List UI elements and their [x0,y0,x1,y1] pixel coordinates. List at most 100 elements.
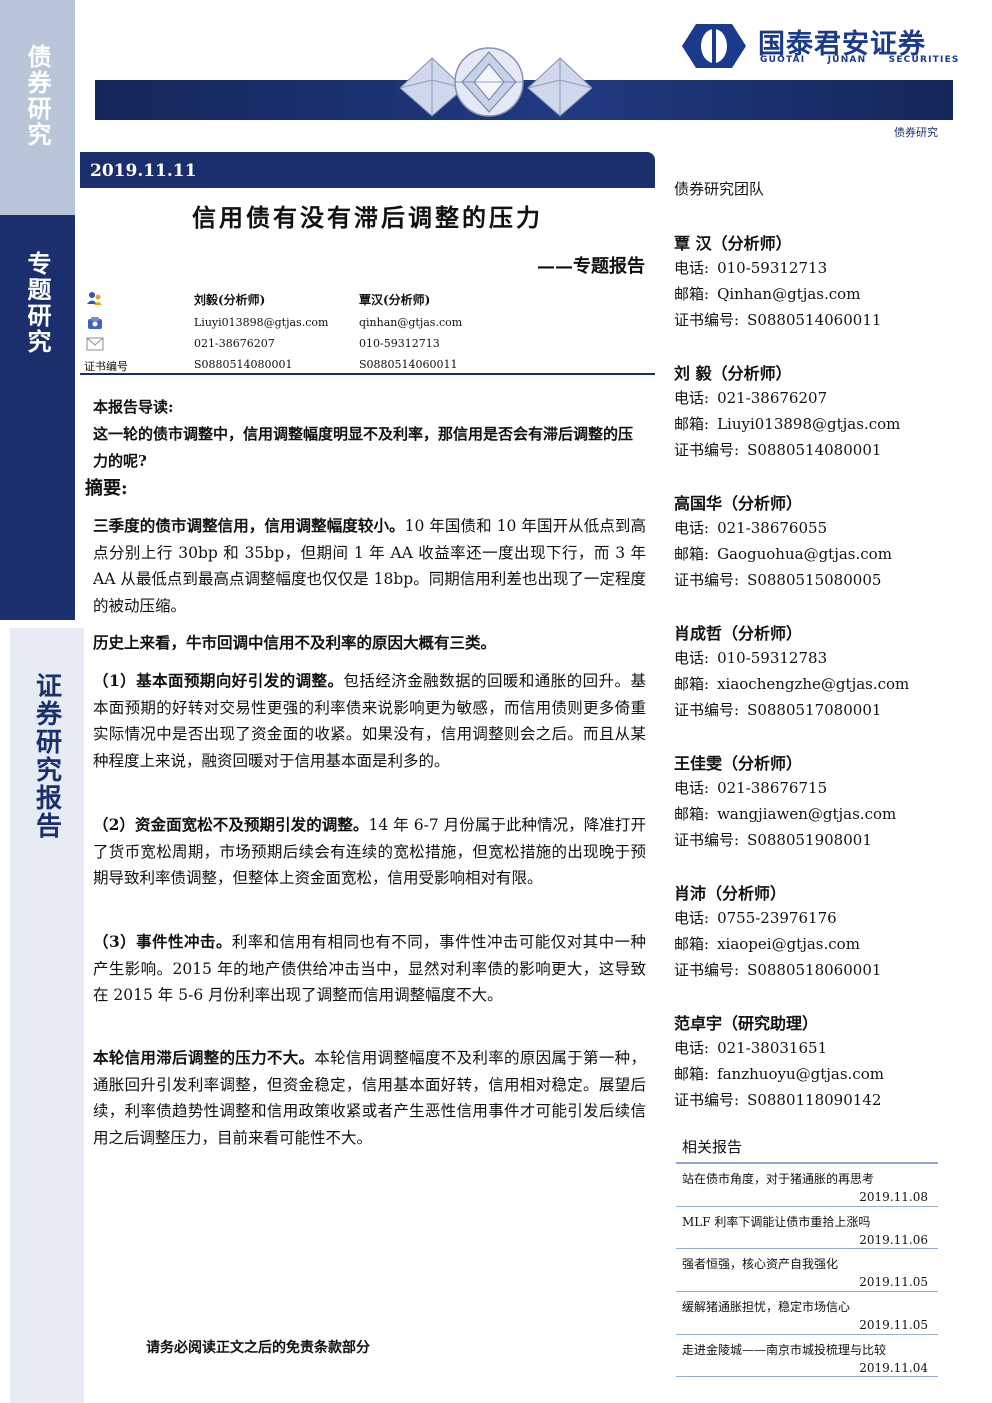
team-member-name-row: 肖成哲（分析师） [674,620,802,644]
cert-label: 证书编号 [84,360,128,373]
diamond-left-icon [399,57,465,117]
team-member-name-row: 高国华（分析师） [674,490,802,514]
related-report-title: MLF 利率下调能让债市重拾上涨吗 [682,1214,871,1229]
author-2-phone: 010-59312713 [359,337,440,350]
team-member-cert: S0880118090142 [747,1091,882,1109]
team-member-phone-label: 电话: [674,649,710,667]
team-member-email[interactable]: Liuyi013898@gtjas.com [717,415,901,433]
report-title: 信用债有没有滞后调整的压力 [192,203,543,232]
sidebar-category-mid: 专题研究 [0,215,75,620]
abstract-p4-text: 14 年 6-7 月份属于此种情况，降准打开了货币宽松周期，市场预期后续会有连续… [93,816,647,887]
mail-icon [86,337,104,351]
team-member-email[interactable]: xiaopei@gtjas.com [717,935,860,953]
team-member-email-row: 邮箱: xiaochengzhe@gtjas.com [674,673,909,694]
sidebar-label-securities-report: 证券研究报告 [31,672,62,840]
team-member-cert-label: 证书编号: [674,1091,740,1109]
abstract-p5-lead: （3）事件性冲击。 [93,932,232,951]
company-name-en: GUOTAI JUNAN SECURITIES [760,55,960,65]
abstract-paragraph-2: 历史上来看，牛市回调中信用不及利率的原因大概有三类。 [93,630,646,657]
diamond-right-icon [527,57,593,117]
related-report-title: 缓解猪通胀担忧，稳定市场信心 [682,1300,851,1315]
team-member-email-label: 邮箱: [674,805,710,823]
team-member-cert-row: 证书编号: S0880514080001 [674,439,881,460]
team-member-email-label: 邮箱: [674,1065,710,1083]
abstract-paragraph-4: （2）资金面宽松不及预期引发的调整。14 年 6-7 月份属于此种情况，降准打开… [93,812,646,892]
team-member-cert: S0880514080001 [747,441,882,459]
related-report-date: 2019.11.04 [859,1360,928,1375]
team-member-name: 肖沛（分析师） [674,884,787,903]
team-member-phone-row: 电话:021-38676207 [674,387,827,408]
team-member-name-row: 刘 毅（分析师） [674,360,792,384]
team-member-name: 范卓宇（研究助理） [674,1014,819,1033]
abstract-p6-lead: 本轮信用滞后调整的压力不大。 [93,1048,315,1067]
team-member-cert-label: 证书编号: [674,571,740,589]
team-member-email-label: 邮箱: [674,675,710,693]
team-member-email[interactable]: Gaoguohua@gtjas.com [717,545,892,563]
author-1-email[interactable]: Liuyi013898@gtjas.com [194,316,329,329]
author-2-cert: S0880514060011 [359,358,458,371]
team-member-cert: S0880515080005 [747,571,882,589]
team-member-cert: S088051908001 [747,831,872,849]
team-member-phone-label: 电话: [674,259,710,277]
team-heading: 债券研究团队 [674,180,765,198]
team-member-email[interactable]: Qinhan@gtjas.com [717,285,861,303]
team-member-phone-label: 电话: [674,909,710,927]
related-report-title: 站在债市角度，对于猪通胀的再思考 [682,1172,875,1186]
sidebar-category-bottom: 证券研究报告 [10,628,84,1403]
team-member-name: 覃 汉（分析师） [674,234,792,253]
team-member-name: 王佳雯（分析师） [674,754,803,773]
report-subtitle: ——专题报告 [537,256,645,277]
team-member-phone-label: 电话: [674,389,710,407]
team-member-cert-label: 证书编号: [674,701,740,719]
team-member-cert-row: 证书编号: S0880518060001 [674,959,881,980]
team-member-email[interactable]: wangjiawen@gtjas.com [717,805,897,823]
team-member-phone-row: 电话: 010-59312713 [674,257,827,278]
related-report-title: 走进金陵城——南京市城投梳理与比较 [682,1342,887,1357]
team-member-email-row: 邮箱: Qinhan@gtjas.com [674,283,860,304]
related-report-item[interactable]: 缓解猪通胀担忧，稳定市场信心 2019.11.05 [676,1292,938,1335]
team-member-cert-row: 证书编号:S0880514060011 [674,309,881,330]
related-heading: 相关报告 [676,1136,938,1164]
team-member-email-label: 邮箱: [674,415,710,433]
team-member-phone-label: 电话: [674,779,710,797]
section-tag: 债券研究 [894,126,938,139]
abstract-paragraph-5: （3）事件性冲击。利率和信用有相同也有不同，事件性冲击可能仅对其中一种产生影响。… [93,929,646,1009]
team-member-email-label: 邮箱: [674,285,710,303]
team-member-cert-label: 证书编号: [674,961,740,979]
team-member-cert-row: 证书编号:S088051908001 [674,829,872,850]
team-member-email[interactable]: xiaochengzhe@gtjas.com [717,675,910,693]
team-member-phone: 010-59312713 [717,259,828,277]
abstract-p3-lead: （1）基本面预期向好引发的调整。 [93,671,344,690]
company-name-cn: 国泰君安证券 [758,29,926,60]
related-report-date: 2019.11.05 [859,1275,928,1290]
sidebar-label-special-research: 专题研究 [23,251,52,355]
team-member-email-row: 邮箱: wangjiawen@gtjas.com [674,803,896,824]
diamond-center-icon [454,47,524,117]
team-member-phone: 021-38676055 [717,519,828,537]
team-member-cert: S0880517080001 [747,701,882,719]
related-report-date: 2019.11.05 [859,1318,928,1333]
team-member-cert: S0880518060001 [747,961,882,979]
team-member-phone: 021-38031651 [717,1039,828,1057]
team-member-name-row: 覃 汉（分析师） [674,230,792,254]
company-logo-icon [682,24,746,68]
author-2-email[interactable]: qinhan@gtjas.com [359,316,463,329]
team-member-phone-row: 电话:021-38676055 [674,517,827,538]
team-member-email-label: 邮箱: [674,545,710,563]
team-member-cert-label: 证书编号: [674,441,740,459]
team-member-name-row: 肖沛（分析师） [674,880,786,904]
author-1-name: 刘毅(分析师) [194,293,266,307]
abstract-p1-lead: 三季度的债市调整信用，信用调整幅度较小。 [93,516,405,535]
abstract-paragraph-1: 三季度的债市调整信用，信用调整幅度较小。10 年国债和 10 年国开从低点到高点… [93,513,646,619]
author-1-phone: 021-38676207 [194,337,275,350]
team-member-phone: 010-59312783 [717,649,828,667]
person-icon [87,292,102,305]
team-member-email[interactable]: fanzhuoyu@gtjas.com [717,1065,884,1083]
related-report-item[interactable]: 走进金陵城——南京市城投梳理与比较 2019.11.04 [676,1335,938,1378]
team-member-email-row: 邮箱: Liuyi013898@gtjas.com [674,413,900,434]
